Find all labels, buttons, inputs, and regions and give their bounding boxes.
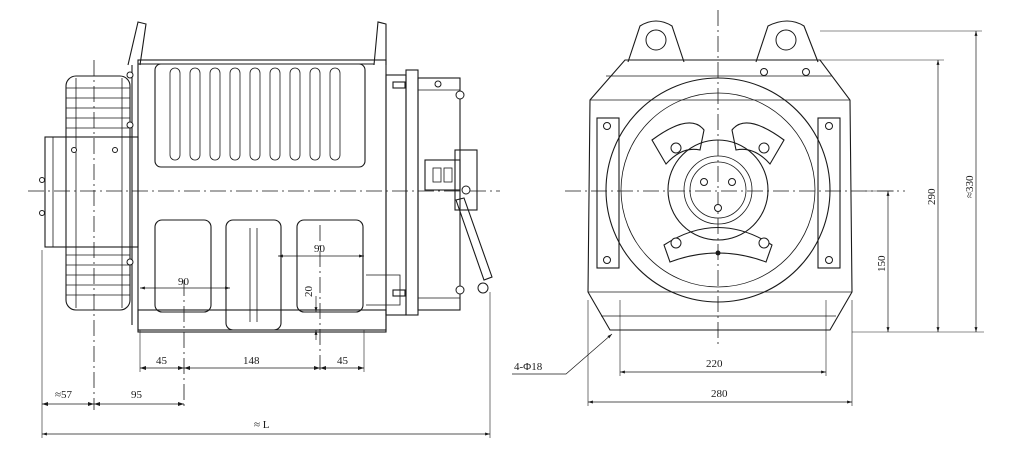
bolt bbox=[126, 121, 134, 129]
left-lifting-bracket bbox=[127, 21, 147, 66]
motor-body bbox=[131, 59, 387, 333]
right-lifting-bracket bbox=[373, 21, 387, 66]
lifting-lugs bbox=[627, 20, 819, 76]
brake-assembly bbox=[385, 69, 493, 316]
terminal-box bbox=[366, 274, 401, 306]
side-clamps bbox=[596, 117, 841, 269]
dim-45-right-label: 45 bbox=[337, 355, 349, 367]
bearing-housing bbox=[39, 136, 139, 248]
hole-callout-label: 4-Φ18 bbox=[514, 361, 543, 373]
dim-L-label: ≈ L bbox=[254, 419, 270, 431]
dim-45-left-label: 45 bbox=[156, 355, 168, 367]
bolt bbox=[126, 71, 134, 79]
dim-280-label: 280 bbox=[711, 388, 728, 400]
bolt bbox=[126, 258, 134, 266]
dim-20-label: 20 bbox=[303, 286, 315, 298]
front-view: 220 280 4-Φ18 150 290 ≈330 bbox=[512, 10, 984, 406]
dim-57-label: ≈57 bbox=[55, 389, 73, 401]
front-housing bbox=[587, 59, 853, 331]
dim-220-label: 220 bbox=[706, 358, 723, 370]
dim-90-right-label: 90 bbox=[314, 243, 326, 255]
side-view: 90 90 20 45 148 45 ≈57 95 ≈ L bbox=[28, 21, 500, 438]
traction-sheave bbox=[65, 75, 131, 311]
dim-90-left-label: 90 bbox=[178, 276, 190, 288]
hole-callout-leader bbox=[512, 333, 613, 375]
rotor-disc bbox=[605, 77, 831, 303]
dim-290-label: 290 bbox=[926, 188, 938, 205]
dim-150-label: 150 bbox=[876, 255, 888, 272]
dim-330-label: ≈330 bbox=[964, 175, 976, 198]
dim-95-label: 95 bbox=[131, 389, 143, 401]
dim-148-label: 148 bbox=[243, 355, 260, 367]
